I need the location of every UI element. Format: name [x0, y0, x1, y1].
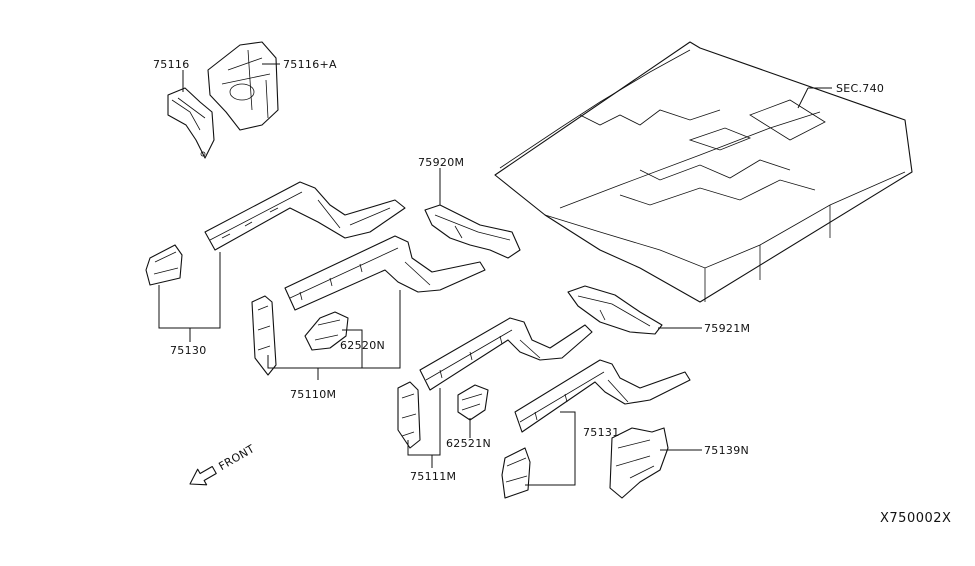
bracket-62520n-drawing: [304, 311, 349, 351]
label-62521n: 62521N: [446, 437, 491, 450]
label-75920m: 75920M: [418, 156, 464, 169]
side-member-75131-drawing: [514, 359, 691, 433]
front-direction-indicator: FRONT: [189, 442, 257, 486]
label-75116: 75116: [153, 58, 190, 71]
bracket-62521n-drawing: [457, 384, 489, 421]
member-75921m-drawing: [567, 285, 663, 335]
bracket-75139n-drawing: [609, 427, 669, 499]
label-sec740: SEC.740: [836, 82, 884, 95]
bracket-75116a-drawing: [207, 41, 279, 131]
label-75111m: 75111M: [410, 470, 456, 483]
label-75921m: 75921M: [704, 322, 750, 335]
label-75131: 75131: [583, 426, 620, 439]
label-75130: 75130: [170, 344, 207, 357]
plate-75111m-drawing: [397, 381, 421, 449]
label-62520n: 62520N: [340, 339, 385, 352]
label-75139n: 75139N: [704, 444, 749, 457]
side-member-75130-drawing: [204, 181, 406, 251]
floor-pan-drawing: [494, 41, 913, 303]
label-75110m: 75110M: [290, 388, 336, 401]
bracket-75116-drawing: [167, 87, 215, 159]
reinforcement-75131-drawing: [501, 447, 531, 499]
front-label: FRONT: [216, 442, 256, 473]
label-75116a: 75116+A: [283, 58, 337, 71]
side-member-75111m-drawing: [419, 317, 593, 391]
leader-lines: [158, 63, 832, 486]
plate-75110m-drawing: [251, 295, 277, 376]
member-75920m-drawing: [424, 204, 521, 259]
catalog-code: X750002X: [880, 511, 951, 526]
reinforcement-75130-drawing: [145, 244, 183, 286]
side-member-75110m-drawing: [284, 235, 486, 311]
front-arrow-icon: [189, 465, 217, 486]
